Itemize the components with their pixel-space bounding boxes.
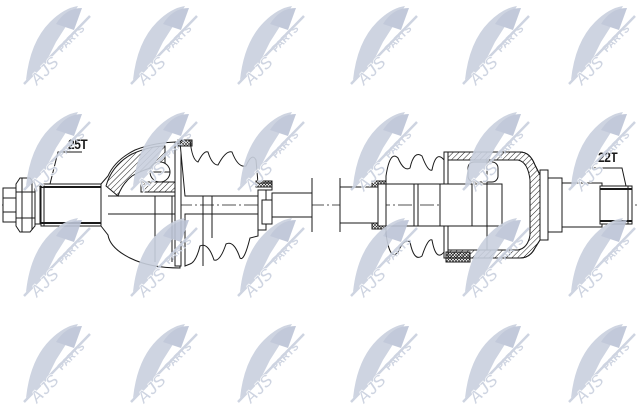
ajs-parts-watermark-icon: AJS PARTS [462,6,530,88]
ajs-parts-watermark-icon: AJS PARTS [350,324,418,406]
ajs-parts-watermark-icon: AJS PARTS [350,6,418,88]
ajs-parts-watermark-icon: AJS PARTS [568,112,636,194]
ajs-parts-watermark-icon: AJS PARTS [23,324,91,406]
ajs-parts-watermark-icon: AJS PARTS [350,218,418,300]
ajs-parts-watermark-icon: AJS PARTS [23,6,91,88]
ajs-parts-watermark-icon: AJS PARTS [462,218,530,300]
ajs-parts-watermark-icon: AJS PARTS [462,112,530,194]
ajs-parts-watermark-icon: AJS PARTS [130,324,198,406]
ajs-parts-watermark-icon: AJS PARTS [568,6,636,88]
ajs-parts-watermark-icon: AJS PARTS [130,112,198,194]
ajs-parts-watermark-icon: AJS PARTS [130,6,198,88]
ajs-parts-watermark-icon: AJS PARTS [23,218,91,300]
ajs-parts-watermark-icon: AJS PARTS [568,218,636,300]
svg-text:AJS: AJS [570,370,608,406]
ajs-parts-watermark-icon: AJS PARTS [130,218,198,300]
ajs-parts-watermark-icon: AJS PARTS [462,324,530,406]
ajs-parts-watermark-icon: AJS PARTS [237,218,305,300]
ajs-parts-watermark-icon: AJS PARTS [568,324,636,406]
ajs-parts-watermark-icon: AJS PARTS [237,324,305,406]
ajs-parts-watermark-icon: AJS PARTS [237,112,305,194]
ajs-parts-watermark-icon: AJS PARTS [237,6,305,88]
ajs-parts-watermark-icon: AJS PARTS [23,112,91,194]
ajs-parts-watermark-icon: AJS PARTS [350,112,418,194]
left-nut [2,177,41,233]
right-spline-count-label: 22T [598,149,618,165]
